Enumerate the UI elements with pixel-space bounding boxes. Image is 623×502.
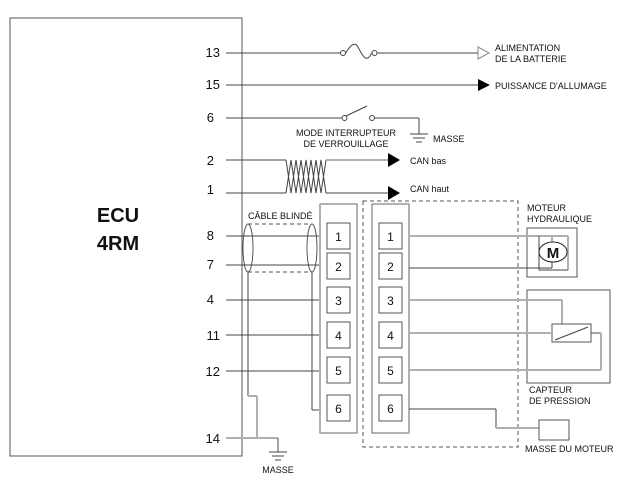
harness-outline	[362, 200, 519, 448]
connector-right-pin-box	[378, 321, 403, 349]
can-low-label: CAN bas	[410, 156, 447, 166]
connector-right-pin-label: 3	[387, 294, 394, 308]
ground-ecu-label: MASSE	[262, 465, 294, 475]
switch-label-line1: MODE INTERRUPTEUR	[296, 128, 397, 138]
connector-left-pin-label: 6	[335, 402, 342, 416]
switch-icon	[345, 105, 368, 117]
fuse-terminal	[371, 50, 378, 56]
ground-switch-label: MASSE	[433, 134, 465, 144]
pin-6-label: 6	[207, 110, 214, 125]
sensor-label-line2: DE PRESSION	[529, 396, 591, 406]
battery-label-line2: DE LA BATTERIE	[495, 54, 566, 64]
motor-symbol: M	[547, 245, 560, 262]
motor-label-line1: MOTEUR	[527, 203, 566, 213]
ecu-title-line2: 4RM	[97, 233, 139, 255]
ground-icon	[410, 133, 428, 143]
ignition-circuit: PUISSANCE D'ALLUMAGE	[226, 79, 607, 91]
motor-ground: MASSE DU MOTEUR	[409, 408, 614, 454]
pin-13-label: 13	[206, 45, 220, 60]
connector-left-pin-label: 1	[335, 230, 342, 244]
switch-label-line2: DE VERROUILLAGE	[303, 139, 388, 149]
connector-right-pin-label: 1	[387, 230, 394, 244]
connector-left-pin-label: 5	[335, 364, 342, 378]
filled-arrow-icon	[388, 186, 400, 200]
pin-11-label: 11	[207, 328, 221, 343]
pin-2-label: 2	[207, 153, 214, 168]
connector-right-pin-box	[378, 252, 403, 280]
filled-arrow-icon	[388, 153, 400, 167]
can-bus-circuit: CAN bas CAN haut	[226, 153, 450, 200]
connector-right-pin-label: 2	[387, 260, 394, 274]
connector-left-pin-label: 3	[335, 294, 342, 308]
lock-switch-circuit: MASSE MODE INTERRUPTEUR DE VERROUILLAGE	[226, 105, 465, 149]
pin-7-label: 7	[207, 257, 214, 272]
connector-left-pin-label: 2	[335, 260, 342, 274]
connector-right-pin-label: 6	[387, 402, 394, 416]
connector-right-pin-label: 4	[387, 329, 394, 343]
hydraulic-motor: MOTEUR HYDRAULIQUE M	[409, 203, 592, 278]
motor-label-line2: HYDRAULIQUE	[527, 214, 592, 224]
connector-right-pin-box	[378, 356, 403, 384]
pin-4-label: 4	[207, 292, 214, 307]
pin-1-label: 1	[207, 182, 214, 197]
pin-8-label: 8	[207, 228, 214, 243]
battery-circuit: ALIMENTATION DE LA BATTERIE	[226, 43, 566, 64]
filled-arrow-icon	[478, 79, 490, 91]
pin-12-label: 12	[206, 364, 220, 379]
motor-ground-label: MASSE DU MOTEUR	[525, 444, 614, 454]
shielded-cable-label: CÂBLE BLINDÉ	[248, 211, 313, 221]
connector-left-pin-box	[326, 286, 351, 314]
open-arrow-icon	[477, 46, 491, 60]
sensor-label-line1: CAPTEUR	[529, 385, 573, 395]
connector-right: 1 2 3 4 5 6	[371, 203, 410, 434]
connector-right-pin-box	[378, 394, 403, 422]
ecu-box	[9, 17, 243, 457]
shielded-cable: CÂBLE BLINDÉ	[242, 211, 320, 438]
connector-left-pin-box	[326, 252, 351, 280]
ecu-ground-circuit: MASSE	[226, 437, 294, 475]
connector-left-pin-box	[326, 394, 351, 422]
ignition-label: PUISSANCE D'ALLUMAGE	[495, 81, 607, 91]
connector-right-pin-label: 5	[387, 364, 394, 378]
connector-right-pin-box	[378, 286, 403, 314]
twisted-pair-icon	[285, 159, 327, 194]
battery-label-line1: ALIMENTATION	[495, 43, 560, 53]
motor-icon	[538, 241, 568, 263]
connector-left-pin-box	[326, 222, 351, 250]
connector-left: 1 2 3 4 5 6	[319, 203, 358, 434]
connector-left-pin-box	[326, 321, 351, 349]
connector-left-pin-box	[326, 356, 351, 384]
pressure-sensor: CAPTEUR DE PRESSION	[409, 289, 611, 406]
fuse-icon	[345, 43, 373, 59]
connector-right-pin-box	[378, 222, 403, 250]
ecu-title-line1: ECU	[97, 205, 139, 227]
can-high-label: CAN haut	[410, 184, 450, 194]
pin-15-label: 15	[206, 77, 220, 92]
fuse-terminal	[340, 50, 346, 56]
connector-left-pin-label: 4	[335, 329, 342, 343]
pin-14-label: 14	[206, 431, 220, 446]
